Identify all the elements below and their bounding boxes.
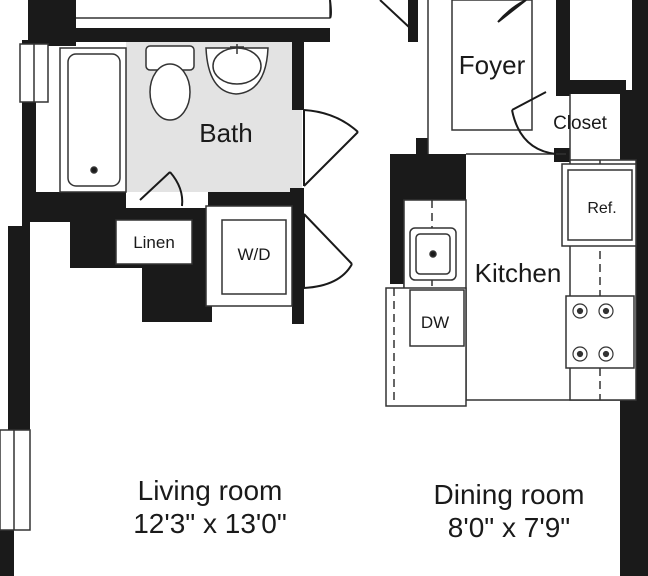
dishwasher	[409, 289, 465, 347]
wd-door	[303, 213, 353, 289]
doors	[139, 0, 557, 289]
room-size-living: 12'3" x 13'0"	[133, 508, 287, 539]
refrigerator	[561, 163, 637, 247]
room-label-kitchen: Kitchen	[475, 258, 562, 288]
washer-dryer	[205, 205, 293, 307]
sink-icon	[205, 44, 269, 95]
room-label-closet: Closet	[553, 113, 608, 134]
fixture-label-wd: W/D	[237, 245, 270, 264]
kitchen-sink-icon	[409, 227, 457, 281]
room-label-bath: Bath	[199, 118, 253, 148]
room-label-foyer: Foyer	[459, 50, 526, 80]
fixture-label-linen: Linen	[133, 233, 175, 252]
entry-door-left	[329, 0, 411, 29]
linen-closet	[115, 219, 193, 265]
window-left-living	[0, 429, 31, 531]
linen-door	[139, 171, 184, 207]
window-left-bath	[19, 43, 49, 103]
foyer-door	[497, 0, 527, 23]
room-size-dining: 8'0" x 7'9"	[448, 512, 570, 543]
bath-door	[303, 109, 359, 187]
room-label-dining: Dining room	[434, 479, 585, 510]
toilet-icon	[145, 45, 195, 121]
bathtub	[59, 47, 127, 193]
fixture-label-ref: Ref.	[587, 200, 616, 217]
range-icon	[565, 295, 635, 369]
closet-door	[511, 91, 557, 155]
fixture-label-dw: DW	[421, 313, 449, 332]
room-label-living: Living room	[138, 475, 283, 506]
